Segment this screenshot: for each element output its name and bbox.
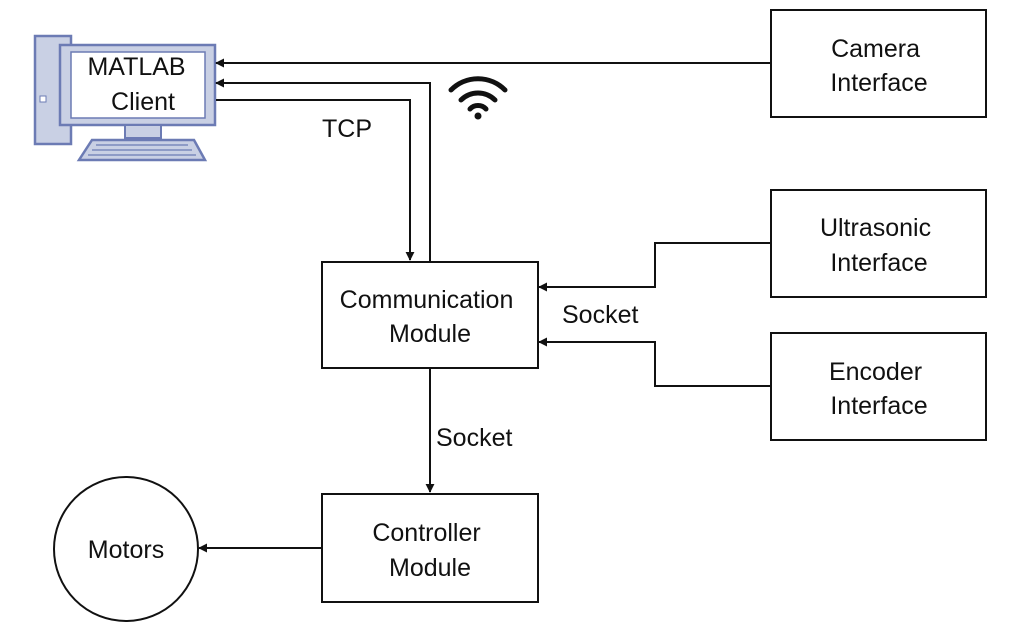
motors-node: Motors — [53, 476, 199, 622]
edge-encoder-to-comm — [538, 337, 771, 387]
socket-sensors-label: Socket — [562, 301, 638, 329]
encoder-interface-box: Encoder Interface — [770, 332, 987, 441]
svg-text:Camera Interface: Camera Interface — [830, 35, 927, 97]
svg-text:Ultrasonic Interface: Ultrasonic Interface — [820, 214, 938, 277]
ultrasonic-interface-label-2: Interface — [830, 249, 927, 277]
wifi-icon — [448, 76, 508, 120]
socket-controller-label: Socket — [436, 424, 512, 452]
ultrasonic-interface-label: Ultrasonic — [820, 214, 931, 242]
svg-text:Controller Module: Controller Module — [372, 519, 487, 582]
camera-interface-box: Camera Interface — [770, 9, 987, 118]
edge-client-to-comm — [216, 99, 415, 261]
motors-label: Motors — [88, 536, 164, 564]
svg-text:Communication Module: Communication Module — [340, 286, 521, 348]
edge-ultrasonic-to-comm — [538, 242, 771, 292]
controller-module-label: Controller — [372, 519, 480, 547]
encoder-interface-label: Encoder — [829, 358, 922, 386]
encoder-interface-label-2: Interface — [830, 392, 927, 420]
camera-interface-label-2: Interface — [830, 69, 927, 97]
matlab-client-label: MATLAB Client — [87, 53, 192, 116]
edge-comm-to-client — [215, 78, 431, 262]
communication-module-label-2: Module — [389, 320, 471, 348]
communication-module-box: Communication Module — [321, 261, 539, 369]
communication-module-label: Communication — [340, 286, 514, 314]
ultrasonic-interface-box: Ultrasonic Interface — [770, 189, 987, 298]
controller-module-box: Controller Module — [321, 493, 539, 603]
tcp-label: TCP — [322, 115, 372, 143]
svg-text:Encoder Interface: Encoder Interface — [829, 358, 929, 420]
camera-interface-label: Camera — [831, 35, 920, 63]
controller-module-label-2: Module — [389, 554, 471, 582]
desktop-computer-icon — [33, 34, 217, 162]
